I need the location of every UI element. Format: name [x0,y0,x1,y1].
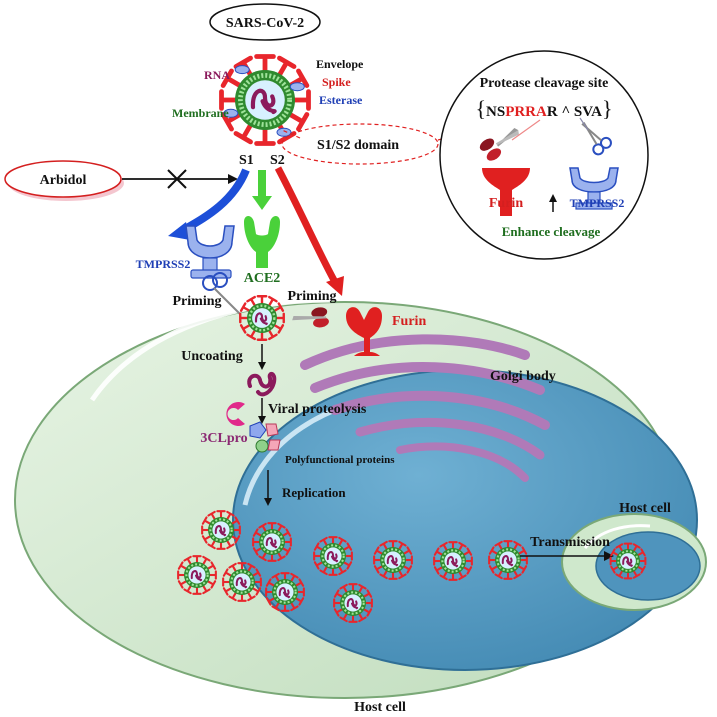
progeny-virion [313,536,353,576]
furin-arrow [274,166,339,284]
golgi-label: Golgi body [490,369,556,384]
s2-label: S2 [270,153,285,168]
s1-tmprss2-arrowhead [168,222,190,240]
esterase-dimer-icon [234,65,250,75]
s1-label: S1 [239,153,254,168]
replication-label: Replication [282,485,346,500]
ace2-label: ACE2 [244,271,281,286]
arbidol-label: Arbidol [40,173,87,188]
rna-label: RNA [204,68,230,82]
envelope-label: Envelope [316,57,364,71]
tmprss2-receptor-icon [569,167,619,210]
progeny-virion [488,540,528,580]
esterase-label: Esterase [319,93,363,107]
s1s2-domain-callout: S1/S2 domain [281,123,471,165]
cleavage-sequence: {NSPRRAR ^ SVA} [475,96,612,121]
proteins-label: Polyfunctional proteins [285,454,395,466]
progeny-virions [177,510,528,623]
transmission-label: Transmission [530,535,610,550]
seq-highlight: PRRA [505,104,547,120]
esterase-dimer-icon [276,127,292,137]
s1s2-domain-label: S1/S2 domain [317,138,399,153]
progeny-virion [373,540,413,580]
3clpro-icon [226,401,245,426]
arbidol-badge: Arbidol [4,160,124,201]
ace2-arrowhead [252,196,272,210]
main-virion-body [219,54,311,146]
host-cell-main-label: Host cell [354,700,406,715]
polyfunctional-proteins-icon [249,421,281,453]
furin-receptor-icon [482,168,530,216]
3clpro-label: 3CLpro [200,431,247,446]
released-rna-icon [247,371,277,397]
entering-virion [239,295,285,341]
progeny-virion [201,510,241,550]
progeny-virion [222,562,262,602]
enhance-cleavage-label: Enhance cleavage [502,224,601,239]
tmprss2-receptor-icon [185,225,241,315]
esterase-dimer-icon [223,108,239,118]
proteolysis-label: Viral proteolysis [268,402,367,417]
furin-scissors-entry-icon [292,307,329,328]
esterase-dimer-icon [289,82,305,92]
block-x-icon [167,169,187,189]
host-cell-small-label: Host cell [619,501,671,516]
inset-furin-label: Furin [489,196,523,211]
spike-label: Spike [322,75,351,89]
transmitted-virion [609,542,647,580]
protease-inset: Protease cleavage site {NSPRRAR ^ SVA} F… [439,50,649,260]
uncoating-label: Uncoating [181,349,242,364]
membrane-label: Membrane [172,106,229,120]
entering-virion-body [239,295,285,341]
progeny-virion [333,583,373,623]
seq-open-brace: { [475,96,486,121]
inset-title: Protease cleavage site [480,76,609,91]
furin-receptor-entry-icon [346,307,382,356]
seq-close-brace: } [602,96,613,121]
priming-right-label: Priming [288,289,337,304]
furin-entry-label: Furin [392,314,426,329]
furin-scissors-icon [479,127,519,161]
host-cell-main [14,297,698,699]
progeny-virion [265,572,305,612]
furin-arrowhead [326,276,344,296]
sars-cov-2-virion [219,54,311,146]
tmprss2-label: TMPRSS2 [136,257,191,271]
golgi-body [300,334,550,482]
progeny-virion [252,522,292,562]
inset-tmprss2-label: TMPRSS2 [570,196,625,210]
sars-cov-2-title-badge: SARS-CoV-2 [209,3,321,41]
seq-suffix: R ^ SVA [547,104,602,120]
progeny-virion [433,541,473,581]
seq-prefix: NS [486,104,505,120]
sars-cov-2-title: SARS-CoV-2 [226,16,304,31]
progeny-virion [177,555,217,595]
priming-left-label: Priming [173,294,222,309]
ace2-receptor-icon [244,216,280,268]
